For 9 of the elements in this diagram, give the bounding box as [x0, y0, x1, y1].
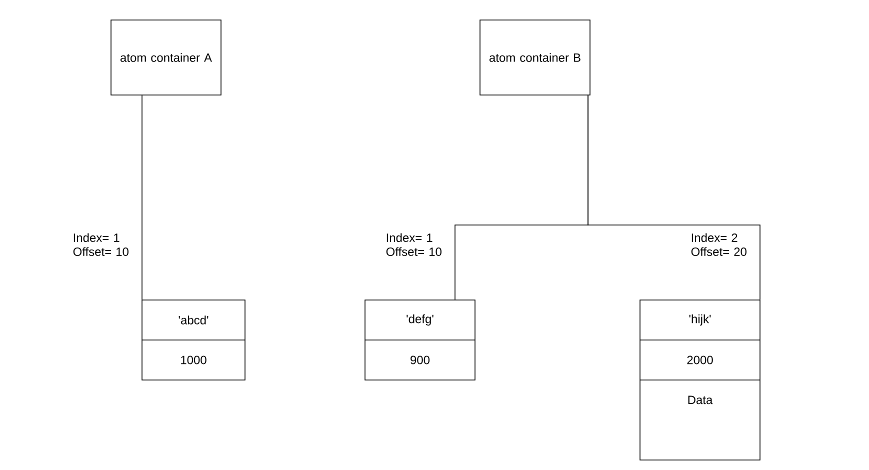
- edge-label: Index= 1 Offset= 10: [72, 232, 138, 257]
- edge-label: Index= 2 Offset= 20: [690, 232, 756, 257]
- record-box: 'abcd' 1000: [142, 300, 246, 380]
- record-box: 'hijk' 2000 Data: [640, 300, 760, 460]
- container-box: atom container B: [480, 20, 590, 96]
- edge-label: Index= 1 Offset= 10: [384, 232, 451, 257]
- container-box: atom container A: [110, 20, 222, 96]
- connector-line: [588, 95, 760, 300]
- record-box: 'defg' 900: [364, 300, 476, 380]
